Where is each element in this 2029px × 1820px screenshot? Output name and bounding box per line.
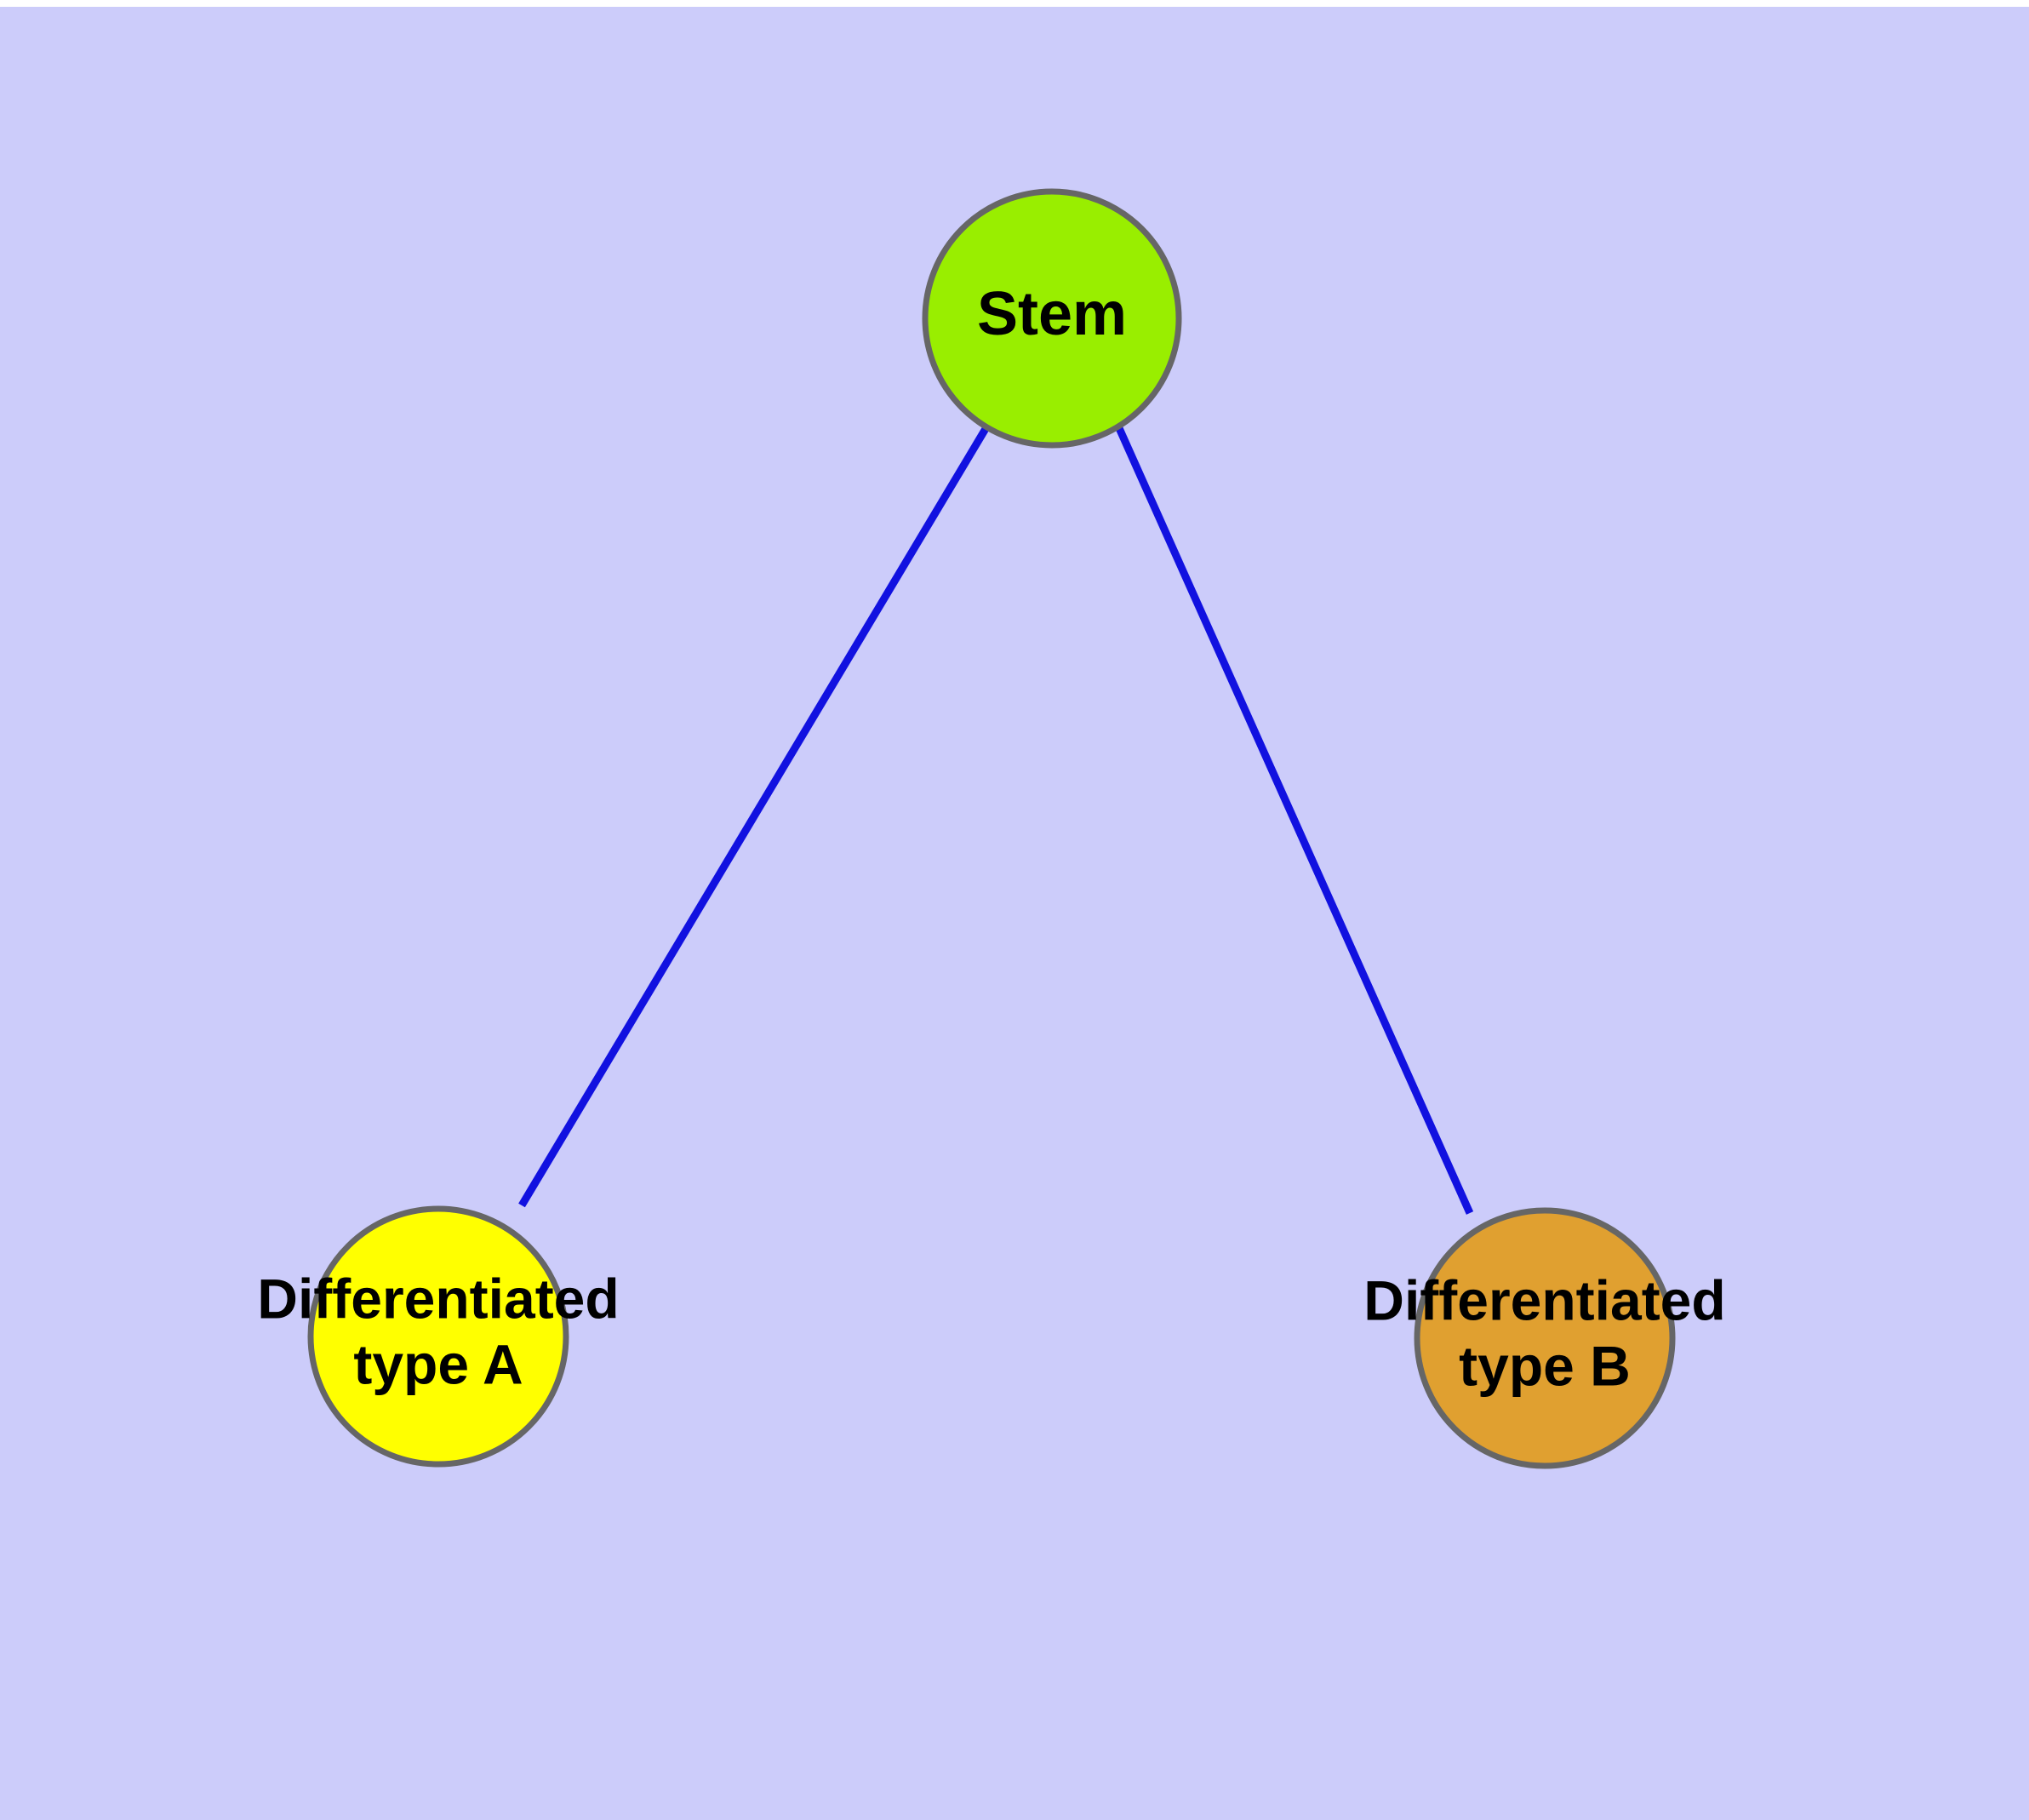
node-label-line: Differentiated bbox=[1363, 1269, 1725, 1332]
edge-stem-to-differentiated-type-a bbox=[518, 425, 990, 1208]
node-label-line: type A bbox=[353, 1333, 523, 1396]
node-stem-label: Stem bbox=[977, 280, 1127, 348]
node-stem[interactable] bbox=[922, 188, 1182, 449]
node-label-line: Stem bbox=[977, 280, 1127, 348]
edges-layer bbox=[518, 425, 1474, 1215]
node-differentiated-type-a[interactable] bbox=[307, 1205, 569, 1468]
node-differentiated-type-b[interactable] bbox=[1414, 1207, 1676, 1469]
nodes-layer bbox=[307, 188, 1676, 1469]
node-label-line: type B bbox=[1459, 1335, 1631, 1398]
edge-stem-to-differentiated-type-b bbox=[1115, 426, 1474, 1215]
node-label-line: Differentiated bbox=[257, 1268, 619, 1331]
